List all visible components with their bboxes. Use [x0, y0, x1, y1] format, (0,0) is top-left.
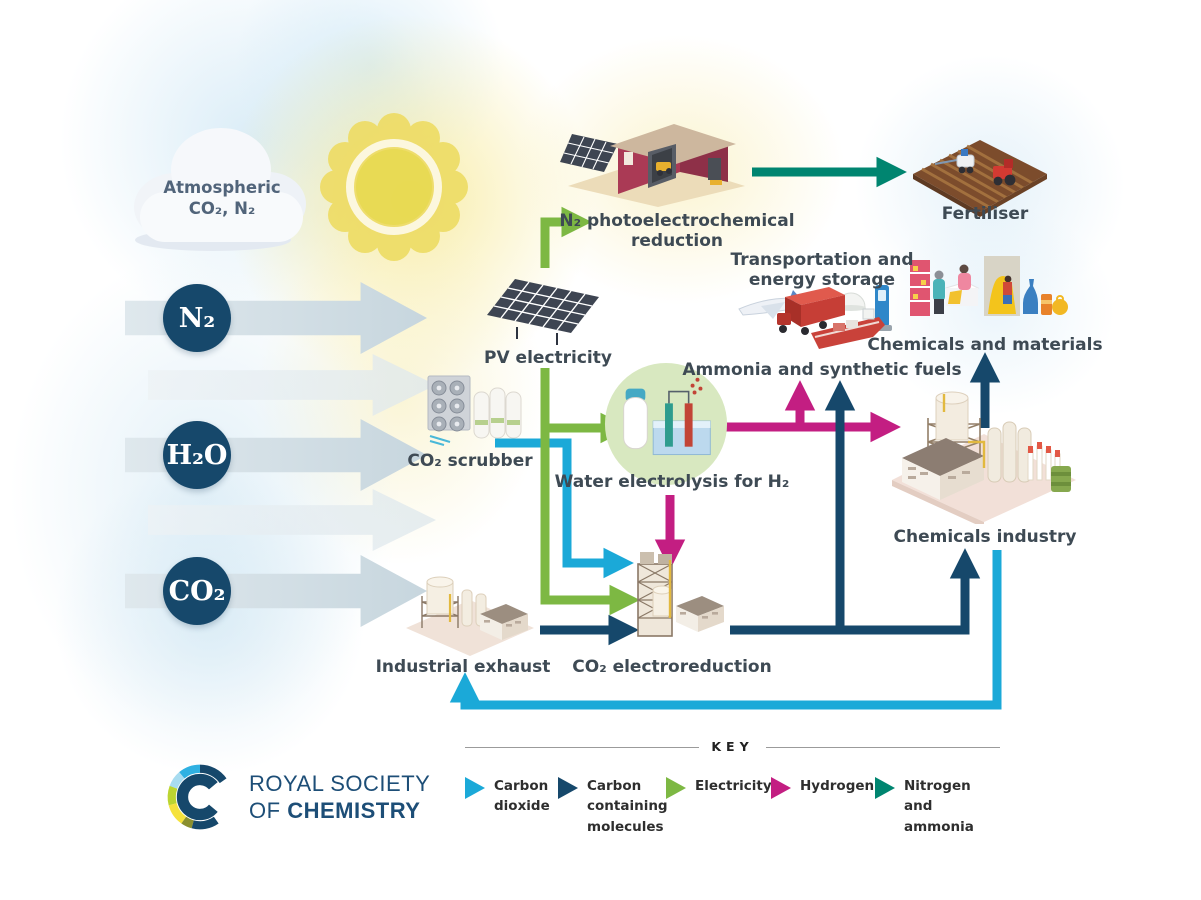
input-circle-n2: N₂ — [163, 284, 231, 352]
label-n2-reduction: N₂ photoelectrochemical reduction — [559, 211, 795, 252]
sun-icon — [320, 113, 468, 261]
water-electrolysis-icon — [604, 362, 728, 486]
key-label: Nitrogen and ammonia — [904, 778, 974, 835]
cloud-icon — [134, 128, 306, 251]
flow-electroreduction-to-chem-industry — [730, 548, 981, 635]
industrial-exhaust-icon — [406, 576, 534, 656]
key-label: Carbon containing molecules — [587, 778, 668, 835]
label-electroreduction: CO₂ electroreduction — [572, 657, 772, 677]
key-arrow-electricity-icon — [666, 777, 686, 799]
cloud-label: Atmospheric CO₂, N₂ — [163, 178, 281, 218]
input-circle-h2o: H₂O — [163, 421, 231, 489]
co2-scrubber-icon — [427, 375, 522, 446]
logo-line1: ROYAL SOCIETY — [249, 770, 431, 796]
key-label: Electricity — [695, 778, 772, 794]
flow-co2-scrubber-to-electroreduction — [495, 438, 634, 579]
key-arrow-hydrogen-icon — [771, 777, 791, 799]
co2-label: CO₂ — [168, 575, 226, 607]
rsc-logo-text: ROYAL SOCIETY OF CHEMISTRY — [249, 770, 430, 825]
solar-panel-icon — [487, 279, 599, 345]
label-scrubber: CO₂ scrubber — [407, 451, 533, 471]
chemicals-materials-icons — [910, 256, 1068, 316]
flow-pv-to-electroreduction — [540, 368, 640, 616]
input-circle-co2: CO₂ — [163, 557, 231, 625]
label-electrolysis: Water electrolysis for H₂ — [554, 472, 790, 492]
h2o-label: H₂O — [166, 439, 228, 471]
logo-line2-bold: CHEMISTRY — [287, 798, 421, 823]
key-title: KEY — [711, 739, 754, 754]
n2-label: N₂ — [178, 302, 216, 334]
logo-line2-of: OF — [249, 798, 281, 823]
key-rule-left — [465, 746, 700, 748]
flow-co2-recycle-loop — [449, 550, 1002, 710]
n2-reduction-barn-icon — [560, 124, 745, 207]
key-label: Carbon dioxide — [494, 778, 550, 815]
label-chem-industry: Chemicals industry — [893, 527, 1077, 547]
flow-pv-to-n2-reduction — [540, 206, 592, 268]
rsc-logo-icon — [167, 764, 227, 830]
key-item-nitrogen-ammonia: Nitrogen and ammonia — [875, 776, 974, 837]
key-arrow-carbon-dioxide-icon — [465, 777, 485, 799]
label-transport: Transportation and energy storage — [730, 250, 914, 291]
key-label: Hydrogen — [800, 778, 875, 794]
key-item-carbon-dioxide: Carbon dioxide — [465, 776, 550, 817]
label-chem-materials: Chemicals and materials — [867, 335, 1103, 355]
key-item-hydrogen: Hydrogen — [771, 776, 874, 799]
rsc-logo: ROYAL SOCIETY OF CHEMISTRY — [163, 760, 430, 834]
label-exhaust: Industrial exhaust — [375, 657, 551, 677]
key-arrow-carbon-molecules-icon — [558, 777, 578, 799]
label-ammonia-fuels: Ammonia and synthetic fuels — [682, 360, 962, 380]
key-item-electricity: Electricity — [666, 776, 772, 799]
key-rule-right — [765, 746, 1000, 748]
key-arrow-nitrogen-ammonia-icon — [875, 777, 895, 799]
key-item-carbon-molecules: Carbon containing molecules — [558, 776, 668, 837]
transportation-icons — [738, 285, 892, 349]
fertiliser-field-icon — [913, 140, 1047, 217]
key-divider: KEY — [465, 739, 1000, 754]
label-pv: PV electricity — [484, 348, 612, 368]
co2-electroreduction-icon — [637, 552, 724, 637]
label-fertiliser: Fertiliser — [941, 204, 1029, 224]
chemicals-industry-icon — [892, 391, 1076, 524]
